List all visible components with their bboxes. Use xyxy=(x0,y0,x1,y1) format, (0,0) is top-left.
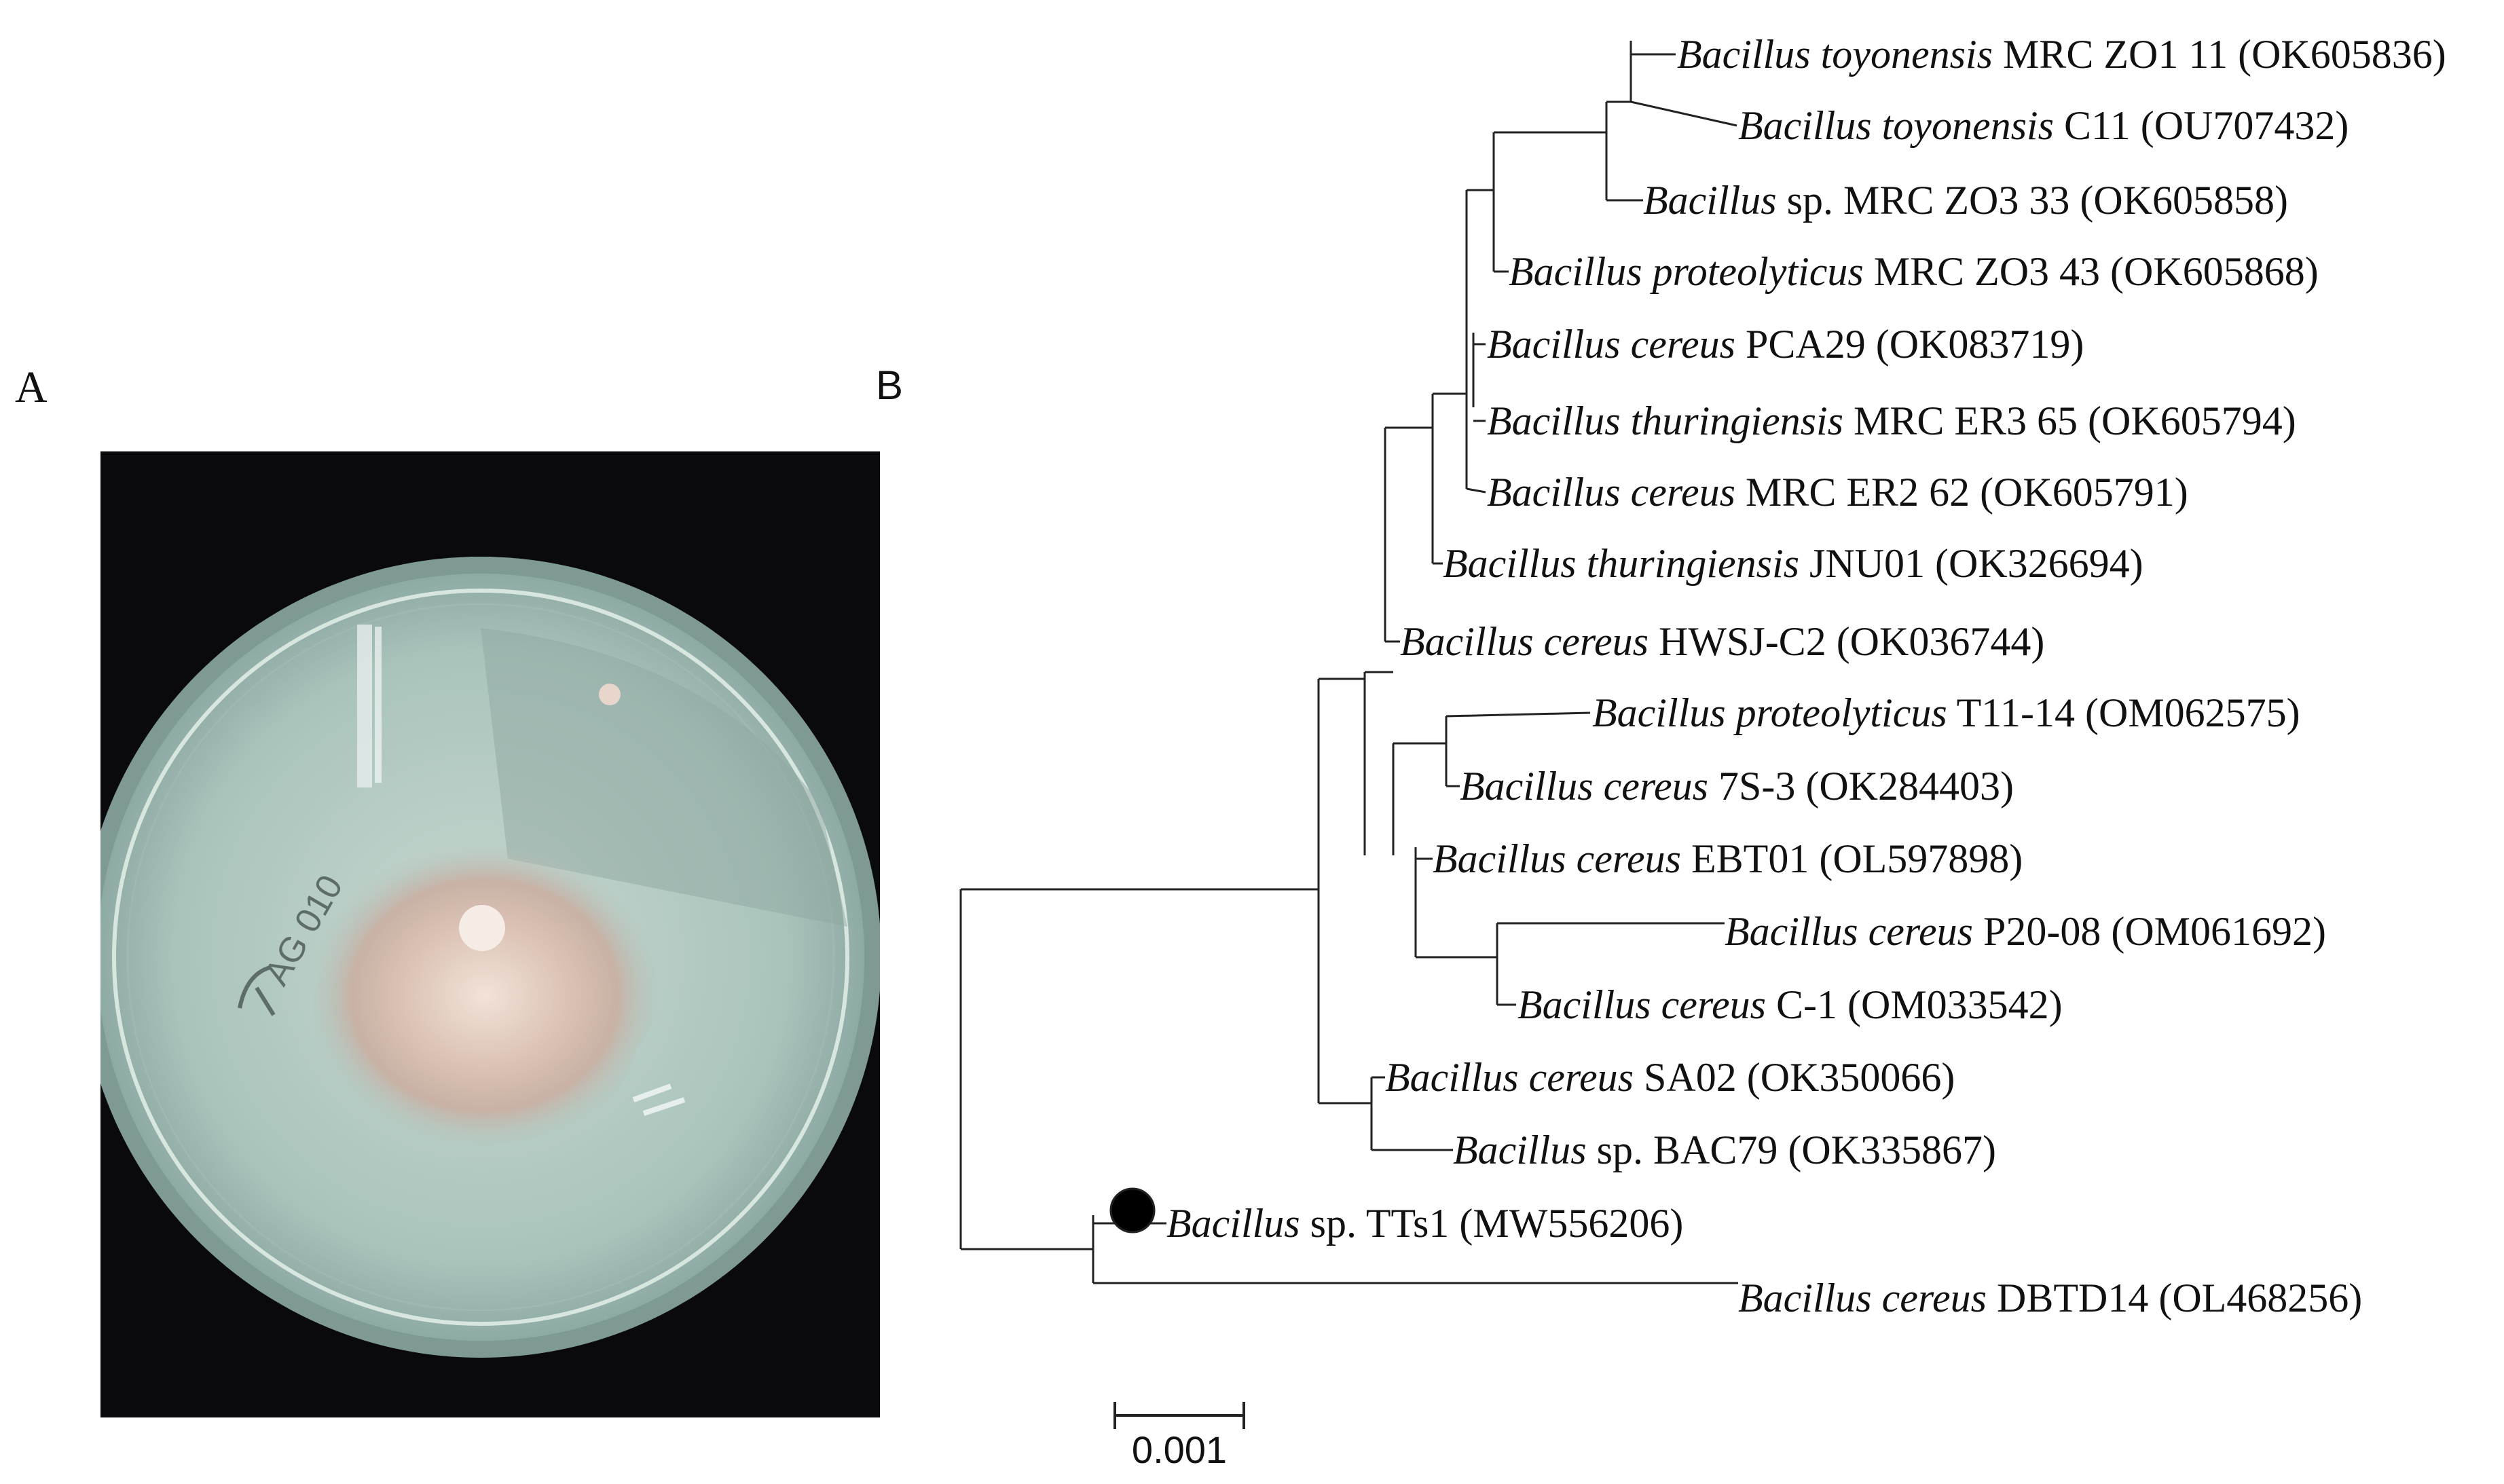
taxon-label: Bacillus sp. BAC79 (OK335867) xyxy=(1453,1128,1996,1172)
taxon-strain-accession: T11-14 (OM062575) xyxy=(1947,690,2300,735)
taxon-label: Bacillus thuringiensis JNU01 (OK326694) xyxy=(1443,541,2143,586)
clear-zone-halo xyxy=(308,842,661,1149)
taxon-species-name: Bacillus cereus xyxy=(1517,982,1766,1027)
taxon-species-name: Bacillus cereus xyxy=(1460,764,1708,809)
panel-label-b: B xyxy=(876,363,904,408)
panel-label-a: A xyxy=(15,363,48,412)
taxon-species-name: Bacillus cereus xyxy=(1738,1276,1987,1320)
tree-branches xyxy=(959,41,1738,1284)
scale-bar: 0.001 xyxy=(1113,1402,1245,1471)
taxon-species-name: Bacillus proteolyticus xyxy=(1509,249,1864,294)
taxon-strain-accession: P20-08 (OM061692) xyxy=(1973,909,2326,954)
taxon-strain-accession: HWSJ-C2 (OK036744) xyxy=(1649,619,2044,664)
taxon-species-name: Bacillus toyonensis xyxy=(1677,32,1993,77)
taxon-strain-accession: SA02 (OK350066) xyxy=(1634,1055,1955,1100)
taxon-species-name: Bacillus xyxy=(1453,1128,1587,1172)
taxon-species-name: Bacillus cereus xyxy=(1400,619,1649,664)
taxon-label: Bacillus cereus HWSJ-C2 (OK036744) xyxy=(1400,619,2044,664)
taxon-strain-accession: 7S-3 (OK284403) xyxy=(1708,764,2014,809)
taxon-strain-accession: MRC ER2 62 (OK605791) xyxy=(1735,470,2188,515)
taxon-label: Bacillus cereus P20-08 (OM061692) xyxy=(1725,909,2326,954)
taxon-label: Bacillus sp. TTs1 (MW556206) xyxy=(1166,1201,1683,1246)
taxon-strain-accession: MRC ZO1 11 (OK605836) xyxy=(1993,32,2446,77)
taxon-strain-accession: C11 (OU707432) xyxy=(2054,103,2349,148)
taxon-strain-accession: MRC ZO3 43 (OK605868) xyxy=(1864,249,2319,294)
taxon-label: Bacillus cereus 7S-3 (OK284403) xyxy=(1460,764,2014,809)
taxon-species-name: Bacillus cereus xyxy=(1433,836,1681,881)
taxon-strain-accession: sp. MRC ZO3 33 (OK605858) xyxy=(1777,178,2288,223)
taxon-label: Bacillus toyonensis C11 (OU707432) xyxy=(1738,103,2349,148)
taxon-species-name: Bacillus thuringiensis xyxy=(1443,541,1799,586)
taxon-strain-accession: JNU01 (OK326694) xyxy=(1799,541,2143,586)
taxon-species-name: Bacillus xyxy=(1166,1201,1300,1246)
petri-dish-photo: AG 010 xyxy=(100,451,880,1417)
taxon-species-name: Bacillus toyonensis xyxy=(1738,103,2054,148)
taxon-strain-accession: MRC ER3 65 (OK605794) xyxy=(1843,398,2296,443)
taxon-label: Bacillus proteolyticus MRC ZO3 43 (OK605… xyxy=(1509,249,2319,294)
tree-branch xyxy=(1446,711,1591,718)
taxon-species-name: Bacillus xyxy=(1643,178,1777,223)
taxon-label: Bacillus cereus PCA29 (OK083719) xyxy=(1487,322,2084,367)
taxon-label: Bacillus cereus SA02 (OK350066) xyxy=(1385,1055,1955,1100)
taxon-label: Bacillus cereus DBTD14 (OL468256) xyxy=(1738,1276,2362,1320)
taxon-species-name: Bacillus proteolyticus xyxy=(1592,690,1947,735)
taxon-label: Bacillus proteolyticus T11-14 (OM062575) xyxy=(1592,690,2300,735)
tree-labels: Bacillus toyonensis MRC ZO1 11 (OK605836… xyxy=(1166,32,2446,1320)
scale-bar-label: 0.001 xyxy=(1132,1428,1227,1471)
taxon-species-name: Bacillus cereus xyxy=(1725,909,1973,954)
taxon-label: Bacillus cereus MRC ER2 62 (OK605791) xyxy=(1487,470,2188,515)
taxon-strain-accession: EBT01 (OL597898) xyxy=(1681,836,2023,881)
taxon-strain-accession: sp. BAC79 (OK335867) xyxy=(1587,1128,1996,1172)
tree-branch xyxy=(1466,487,1486,494)
taxon-species-name: Bacillus cereus xyxy=(1385,1055,1634,1100)
taxon-strain-accession: DBTD14 (OL468256) xyxy=(1987,1276,2362,1320)
study-isolate-marker xyxy=(1109,1187,1156,1233)
taxon-species-name: Bacillus thuringiensis xyxy=(1487,398,1843,443)
taxon-label: Bacillus thuringiensis MRC ER3 65 (OK605… xyxy=(1487,398,2296,443)
taxon-strain-accession: C-1 (OM033542) xyxy=(1766,982,2063,1027)
taxon-label: Bacillus cereus EBT01 (OL597898) xyxy=(1433,836,2023,881)
taxon-label: Bacillus toyonensis MRC ZO1 11 (OK605836… xyxy=(1677,32,2446,77)
taxon-species-name: Bacillus cereus xyxy=(1487,470,1735,515)
taxon-strain-accession: PCA29 (OK083719) xyxy=(1735,322,2084,367)
taxon-label: Bacillus sp. MRC ZO3 33 (OK605858) xyxy=(1643,178,2288,223)
taxon-species-name: Bacillus cereus xyxy=(1487,322,1735,367)
tree-branch xyxy=(1630,100,1737,127)
taxon-strain-accession: sp. TTs1 (MW556206) xyxy=(1300,1201,1684,1246)
taxon-label: Bacillus cereus C-1 (OM033542) xyxy=(1517,982,2063,1027)
